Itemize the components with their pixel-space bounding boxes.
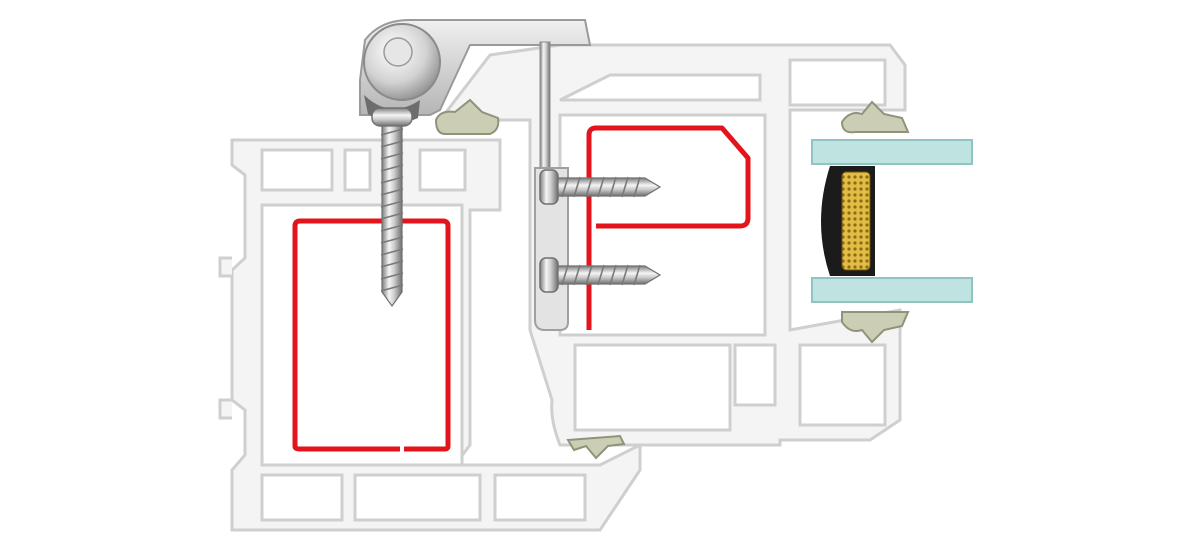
horizontal-screws <box>539 169 662 293</box>
sash-profile <box>436 43 907 447</box>
glazing-unit <box>811 139 973 303</box>
vertical-screw <box>371 107 413 308</box>
gaskets <box>434 98 910 460</box>
sash-reinforcement <box>586 125 751 330</box>
screw-upper-icon <box>539 169 662 205</box>
frame-reinforcement <box>292 218 451 452</box>
glass-pane-inner <box>811 277 973 303</box>
gasket-frame-bottom <box>566 434 626 460</box>
gasket-sash-bottom <box>841 311 910 344</box>
gasket-sash-top <box>840 100 910 134</box>
screw-lower-icon <box>539 257 662 293</box>
desiccant-spacer <box>841 171 871 271</box>
gasket-frame-top <box>434 98 500 135</box>
glass-pane-outer <box>811 139 973 165</box>
